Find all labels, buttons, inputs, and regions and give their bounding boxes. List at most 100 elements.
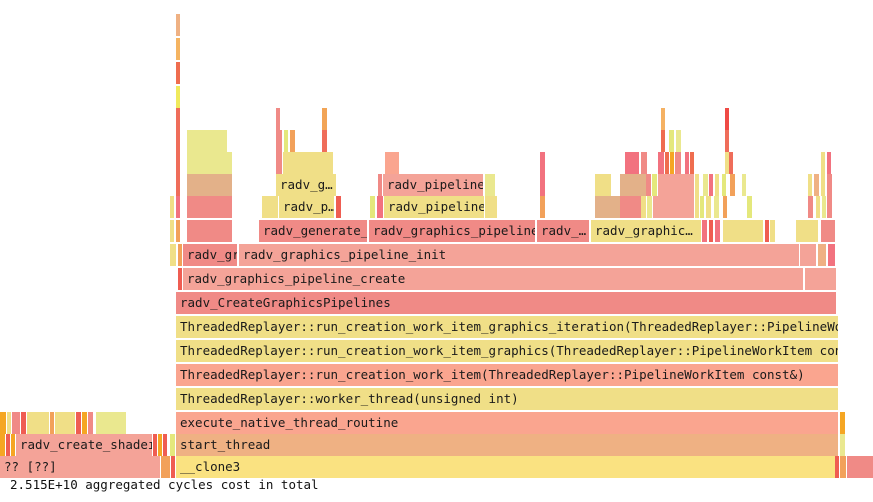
flame-frame[interactable] — [725, 152, 729, 174]
flame-frame[interactable] — [828, 244, 835, 266]
flame-frame[interactable] — [818, 244, 826, 266]
flame-frame[interactable] — [178, 268, 182, 290]
flame-frame-threadedreplayer-worker-thread-unsigned-[interactable]: ThreadedReplayer::worker_thread(unsigned… — [176, 388, 838, 410]
flame-frame-radv-gra-[interactable]: radv_gra. — [183, 244, 237, 266]
flame-frame[interactable] — [276, 108, 280, 130]
flame-frame-threadedreplayer-run-creation-work-item-[interactable]: ThreadedReplayer::run_creation_work_item… — [176, 340, 838, 362]
flame-frame[interactable] — [827, 196, 832, 218]
flame-frame[interactable] — [595, 196, 620, 218]
flame-frame[interactable] — [695, 196, 699, 218]
flame-frame[interactable] — [661, 130, 665, 152]
flame-frame[interactable] — [50, 412, 54, 434]
flame-frame[interactable] — [370, 196, 375, 218]
flame-frame[interactable] — [176, 108, 180, 130]
flame-frame[interactable] — [840, 412, 845, 434]
flame-frame-radv-graphics-pipeline-init[interactable]: radv_graphics_pipeline_init — [239, 244, 799, 266]
flame-frame[interactable] — [55, 412, 75, 434]
flame-frame[interactable] — [747, 196, 752, 218]
flame-frame[interactable] — [676, 130, 681, 152]
flame-frame[interactable] — [284, 130, 288, 152]
flame-frame[interactable] — [153, 434, 157, 456]
flame-frame[interactable] — [187, 196, 232, 218]
flamegraph-canvas[interactable]: radv_g…radv_pipeline_radv_p…radv_pipelin… — [0, 0, 873, 478]
flame-frame[interactable] — [540, 152, 545, 174]
flame-frame[interactable] — [540, 196, 545, 218]
flame-frame[interactable] — [161, 456, 170, 478]
flame-frame-radv-create-shade-[interactable]: radv_create_shadeı — [16, 434, 152, 456]
flame-frame[interactable] — [722, 174, 726, 196]
flame-frame[interactable] — [765, 220, 769, 242]
flame-frame[interactable] — [658, 152, 664, 174]
flame-frame[interactable] — [595, 174, 611, 196]
flame-frame[interactable] — [703, 174, 708, 196]
flame-frame-radv-graphics-pipeline-[interactable]: radv_graphics_pipeline_ — [369, 220, 535, 242]
flame-frame[interactable] — [665, 152, 669, 174]
flame-frame[interactable] — [827, 174, 832, 196]
flame-frame[interactable] — [0, 412, 6, 434]
flame-frame[interactable] — [715, 220, 720, 242]
flame-frame[interactable] — [800, 244, 816, 266]
flame-frame[interactable] — [652, 174, 657, 196]
flame-frame[interactable] — [170, 220, 174, 242]
flame-frame[interactable] — [685, 152, 689, 174]
flame-frame-radv-graphic-[interactable]: radv_graphic… — [591, 220, 701, 242]
flame-frame[interactable] — [647, 196, 652, 218]
flame-frame[interactable] — [714, 196, 719, 218]
flame-frame[interactable] — [709, 174, 713, 196]
flame-frame[interactable] — [695, 174, 699, 196]
flame-frame[interactable] — [641, 152, 647, 174]
flame-frame[interactable] — [322, 108, 327, 130]
flame-frame[interactable] — [158, 434, 162, 456]
flame-frame[interactable] — [700, 196, 704, 218]
flame-frame--clone3[interactable]: __clone3 — [176, 456, 838, 478]
flame-frame-radv-creategraphicspipelines[interactable]: radv_CreateGraphicsPipelines — [176, 292, 836, 314]
flame-frame-radv-g-[interactable]: radv_g… — [276, 174, 336, 196]
flame-frame[interactable] — [723, 196, 727, 218]
flame-frame[interactable] — [11, 434, 15, 456]
flame-frame[interactable] — [176, 152, 180, 174]
flame-frame[interactable] — [808, 174, 812, 196]
flame-frame[interactable] — [796, 220, 818, 242]
flame-frame[interactable] — [742, 174, 746, 196]
flame-frame[interactable] — [729, 152, 733, 174]
flame-frame[interactable] — [290, 130, 295, 152]
flame-frame[interactable] — [770, 220, 775, 242]
flame-frame[interactable] — [661, 108, 665, 130]
flame-frame[interactable] — [276, 152, 282, 174]
flame-frame[interactable] — [187, 174, 232, 196]
flame-frame[interactable] — [840, 456, 846, 478]
flame-frame[interactable] — [835, 456, 839, 478]
flame-frame-radv-p-[interactable]: radv_p… — [279, 196, 334, 218]
flame-frame--[interactable]: ?? [??] — [0, 456, 160, 478]
flame-frame[interactable] — [322, 130, 327, 152]
flame-frame[interactable] — [827, 152, 831, 174]
flame-frame[interactable] — [723, 220, 763, 242]
flame-frame[interactable] — [385, 152, 399, 174]
flame-frame[interactable] — [176, 62, 180, 84]
flame-frame[interactable] — [176, 14, 180, 36]
flame-frame-threadedreplayer-run-creation-work-item-[interactable]: ThreadedReplayer::run_creation_work_item… — [176, 316, 838, 338]
flame-frame[interactable] — [690, 152, 694, 174]
flame-frame[interactable] — [262, 196, 278, 218]
flame-frame[interactable] — [21, 412, 26, 434]
flame-frame[interactable] — [88, 412, 93, 434]
flame-frame[interactable] — [12, 412, 20, 434]
flame-frame[interactable] — [620, 174, 646, 196]
flame-frame[interactable] — [170, 244, 176, 266]
flame-frame[interactable] — [847, 456, 873, 478]
flame-frame[interactable] — [715, 174, 719, 196]
flame-frame[interactable] — [170, 434, 175, 456]
flame-frame[interactable] — [27, 412, 49, 434]
flame-frame[interactable] — [821, 152, 825, 174]
flame-frame-radv-[interactable]: radv_… — [537, 220, 589, 242]
flame-frame[interactable] — [658, 174, 694, 196]
flame-frame[interactable] — [187, 152, 232, 174]
flame-frame[interactable] — [706, 196, 711, 218]
flame-frame[interactable] — [822, 196, 826, 218]
flame-frame[interactable] — [6, 434, 10, 456]
flame-frame[interactable] — [816, 196, 820, 218]
flame-frame-start-thread[interactable]: start_thread — [176, 434, 838, 456]
flame-frame[interactable] — [176, 130, 180, 152]
flame-frame-radv-pipeline-[interactable]: radv_pipeline_ — [383, 174, 483, 196]
flame-frame[interactable] — [176, 220, 180, 242]
